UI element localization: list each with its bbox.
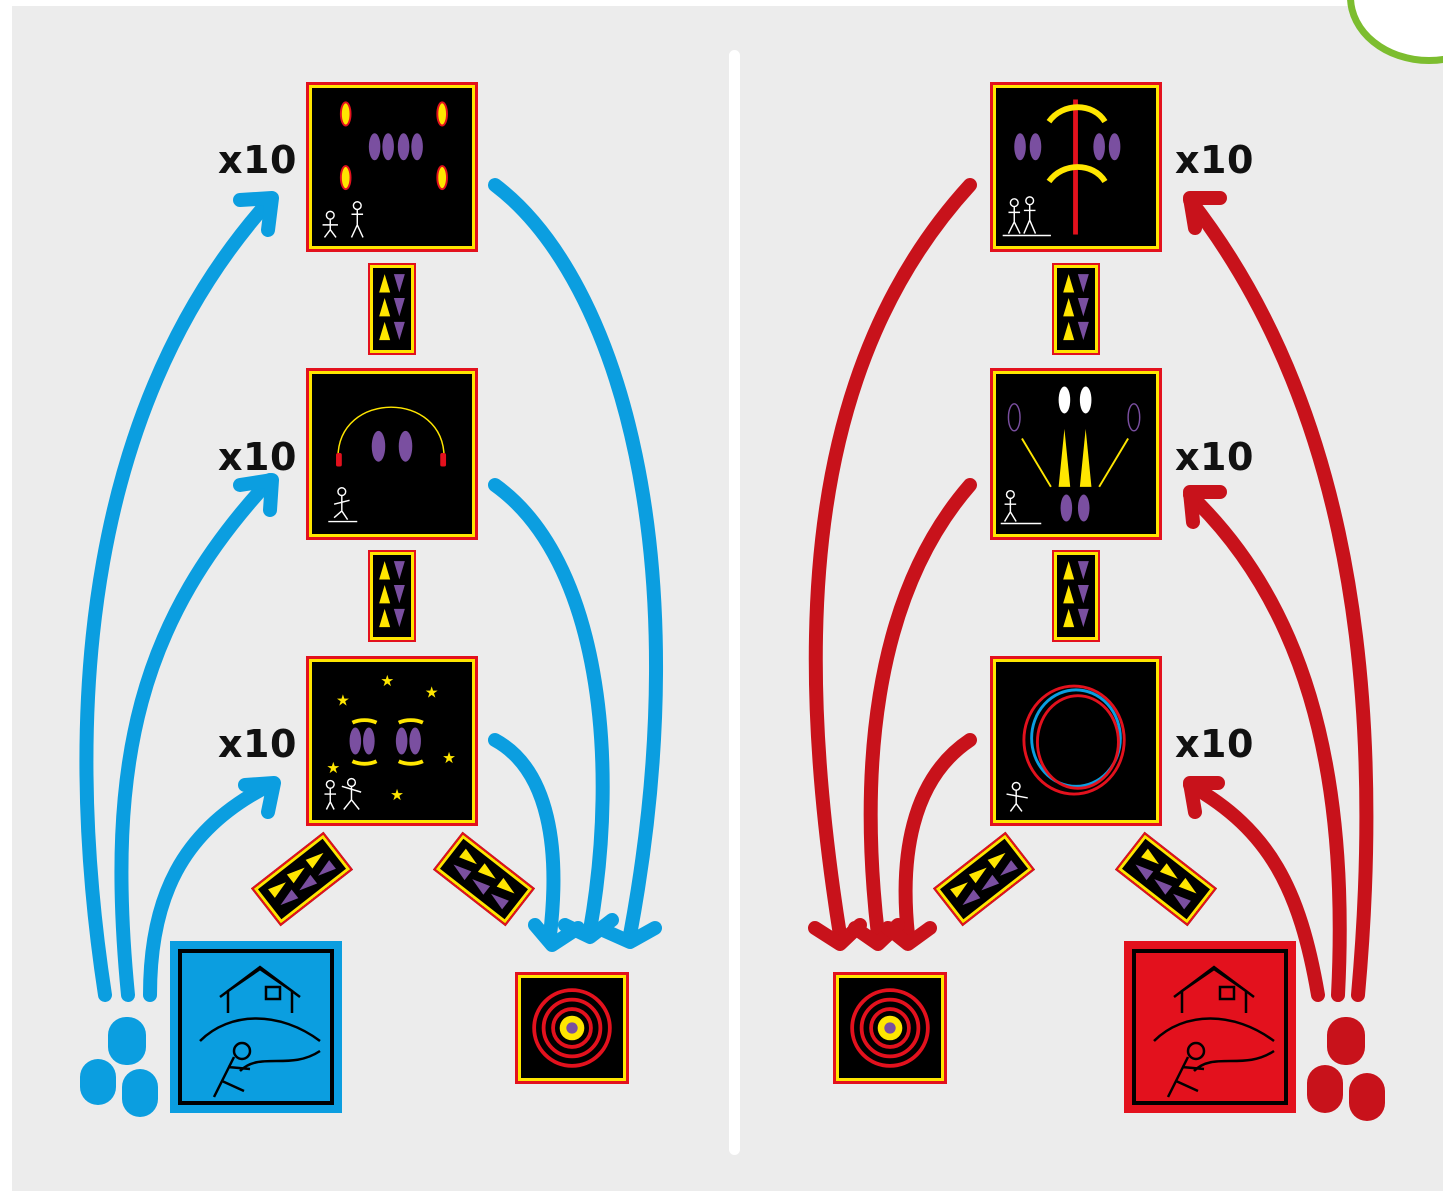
svg-text:★: ★: [336, 691, 350, 709]
multiplier-left-3: x10: [218, 722, 297, 766]
station-card-rocket-jumps: [306, 82, 478, 252]
target-card-right: [833, 972, 947, 1084]
footprints-icon: [368, 133, 423, 161]
station-card-hoop-spins: [990, 656, 1162, 826]
blue-bean-bags-icon: [80, 1017, 158, 1117]
house-runner-icon: [1153, 965, 1275, 1098]
stick-figures-icon: [322, 201, 364, 238]
home-card-red: [1124, 941, 1296, 1113]
diagonal-arrow-strip-left-b: [432, 831, 536, 927]
diagonal-arrow-strip-right-a: [932, 831, 1036, 927]
station-card-line-jumps: [990, 82, 1162, 252]
hoop-icon: [1006, 684, 1126, 812]
svg-text:★: ★: [442, 749, 456, 767]
multiplier-right-2: x10: [1175, 435, 1254, 479]
diagonal-arrow-strip-left-a: [250, 831, 354, 927]
svg-text:★: ★: [380, 672, 394, 690]
multiplier-right-3: x10: [1175, 722, 1254, 766]
svg-text:★: ★: [326, 759, 340, 777]
target-icon: [850, 988, 930, 1068]
star-icon: ★ ★ ★ ★ ★ ★: [326, 672, 456, 804]
station-card-skipping-rope: [306, 368, 478, 540]
red-bean-bags-icon: [1307, 1017, 1385, 1121]
rocket-icon: [339, 101, 448, 191]
home-card-blue: [170, 941, 342, 1113]
svg-text:★: ★: [425, 684, 439, 702]
station-card-star-jumps: ★ ★ ★ ★ ★ ★: [306, 656, 478, 826]
house-runner-icon: [199, 965, 321, 1098]
arrow-strip-1: [368, 263, 416, 355]
svg-text:★: ★: [390, 786, 404, 804]
multiplier-right-1: x10: [1175, 138, 1254, 182]
arrow-strip-2: [368, 550, 416, 642]
target-card-left: [515, 972, 629, 1084]
rope-icon: [337, 406, 445, 458]
multiplier-left-1: x10: [218, 138, 297, 182]
center-divider: [729, 50, 740, 1155]
target-icon: [532, 988, 612, 1068]
arrow-strip-4: [1052, 550, 1100, 642]
station-card-forward-leaps: [990, 368, 1162, 540]
diagonal-arrow-strip-right-b: [1114, 831, 1218, 927]
multiplier-left-2: x10: [218, 435, 297, 479]
arrow-strip-3: [1052, 263, 1100, 355]
